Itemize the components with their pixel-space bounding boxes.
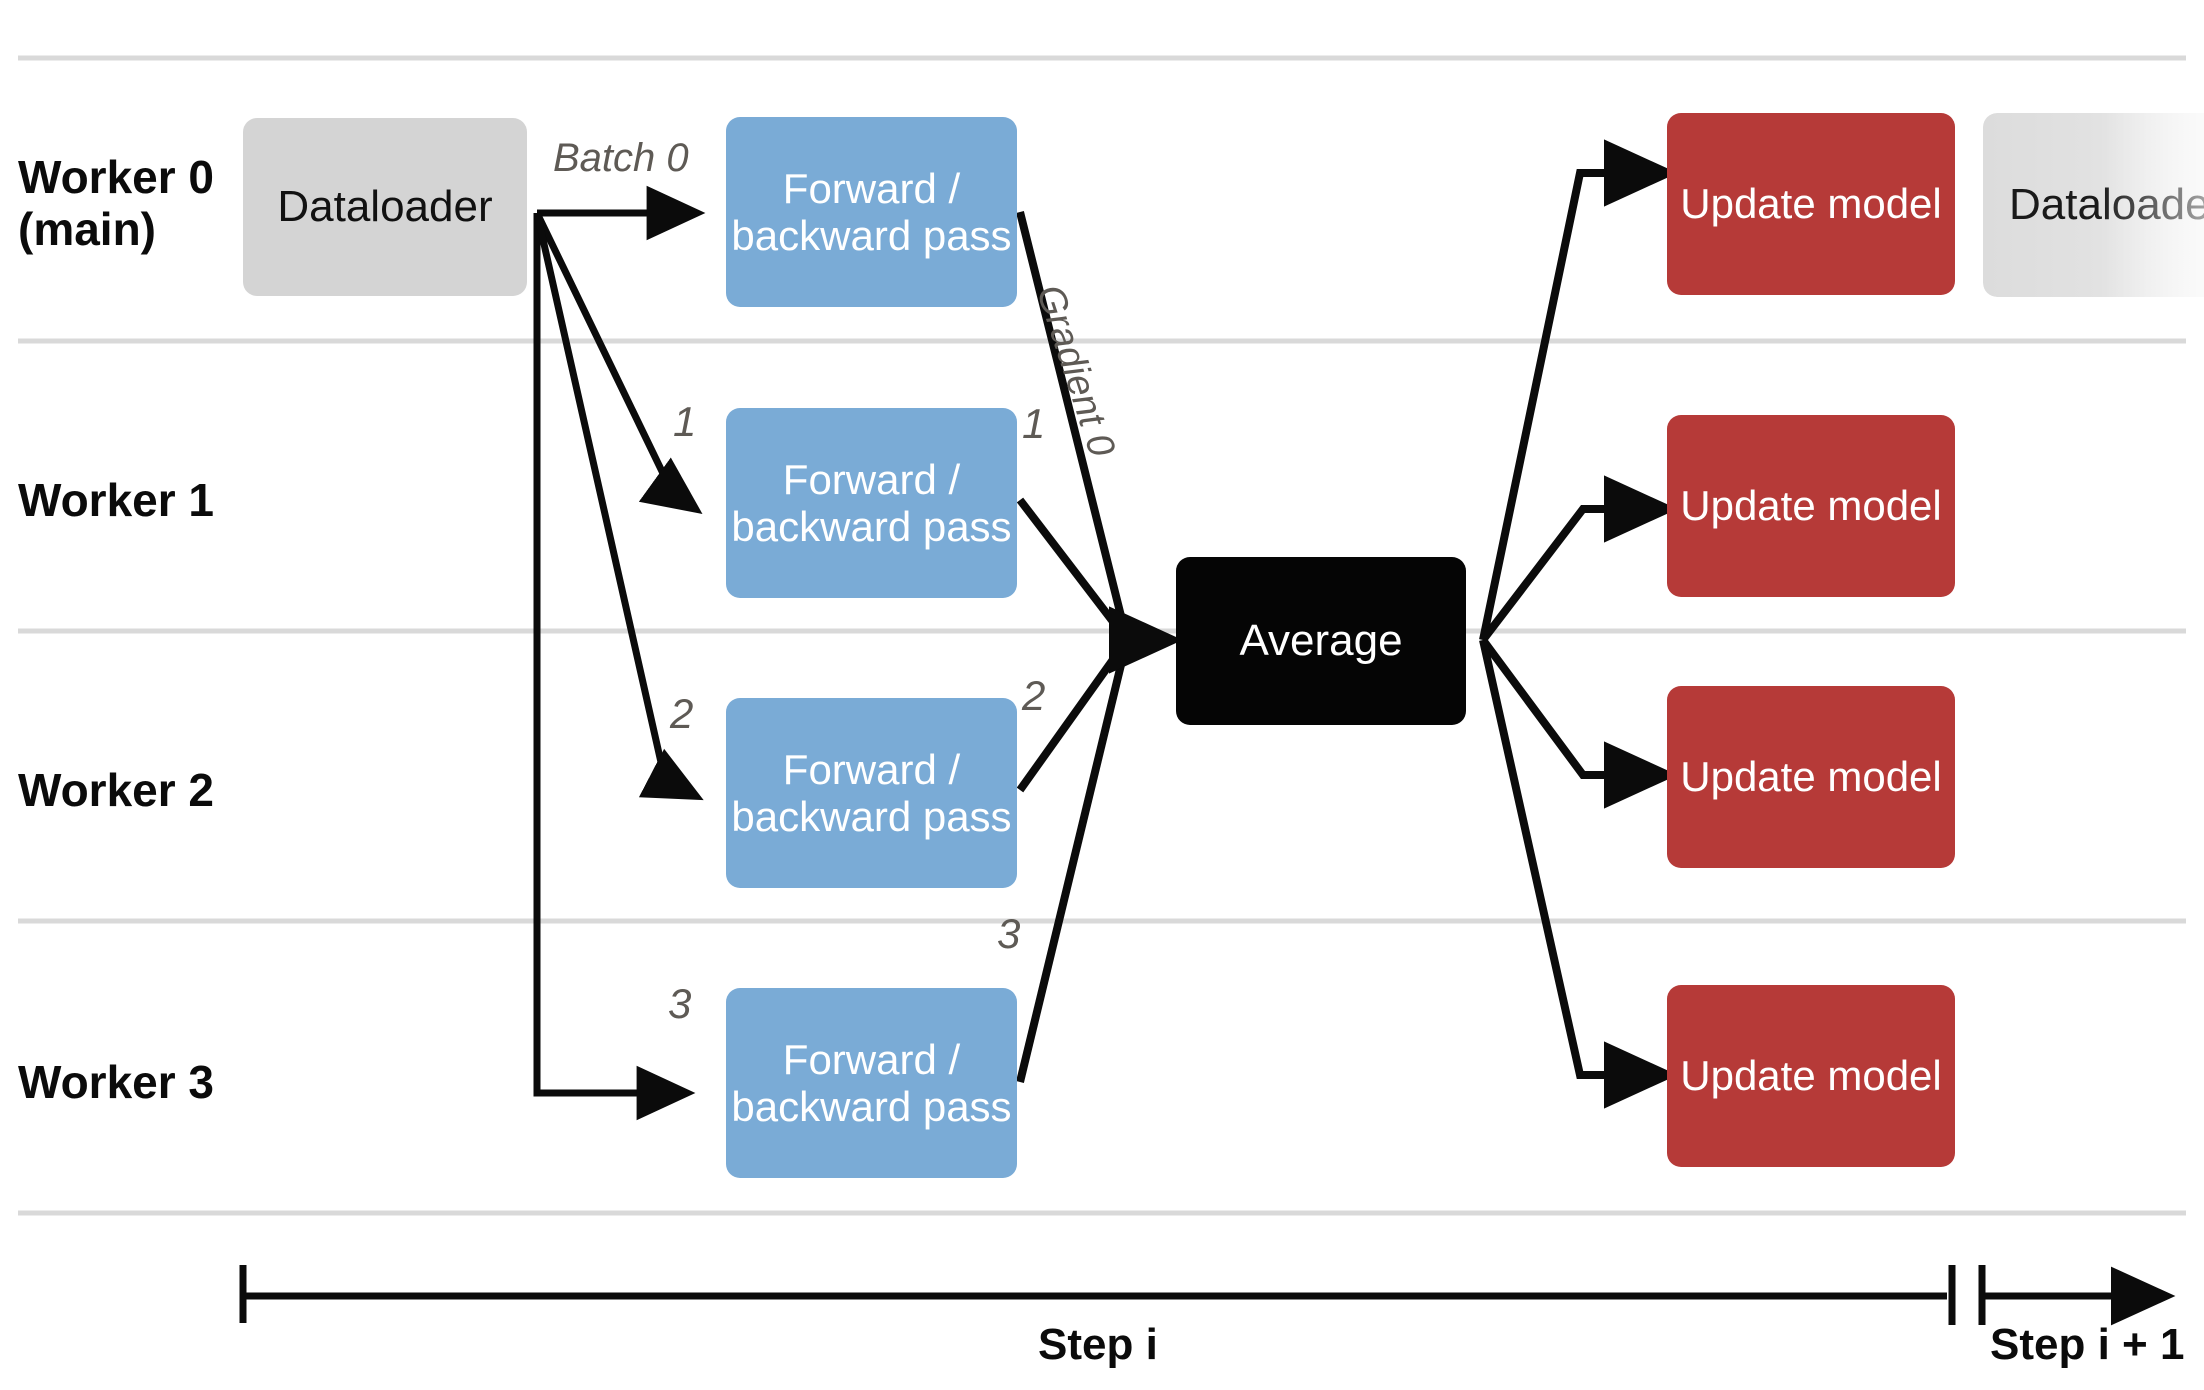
batch-edges [533,185,706,1121]
row-label-worker-0: Worker 0(main) [18,151,215,255]
node-forward-backward-worker-2[interactable]: Forward /backward pass [726,698,1017,888]
node-dataloader-next[interactable]: Dataloader [1983,113,2204,297]
update-edges [1479,139,1678,1109]
edge-label-gradient-3: 3 [997,910,1021,957]
node-average[interactable]: Average [1176,557,1466,725]
timeline-label-step-i: Step i [1038,1320,1158,1369]
edge-label-batch-0: Batch 0 [553,136,689,180]
node-update-model-worker-2[interactable]: Update model [1667,686,1955,868]
edge-label-batch-2: 2 [670,690,694,737]
edge-label-batch-3: 3 [668,980,692,1027]
row-label-worker-1: Worker 1 [18,474,215,526]
edge-label-gradient-2: 2 [1022,672,1046,719]
row-label-worker-2: Worker 2 [18,764,215,816]
timeline-axis [239,1265,2176,1326]
node-forward-backward-worker-1[interactable]: Forward /backward pass [726,408,1017,598]
node-forward-backward-worker-3[interactable]: Forward /backward pass [726,988,1017,1178]
node-dataloader[interactable]: Dataloader [243,118,527,296]
node-update-model-worker-3[interactable]: Update model [1667,985,1955,1167]
timeline-label-step-i-plus-1: Step i + 1 [1990,1320,2185,1369]
node-forward-backward-worker-0[interactable]: Forward /backward pass [726,117,1017,307]
row-separators [18,55,2186,1216]
node-update-model-worker-0[interactable]: Update model [1667,113,1955,295]
gradient-edges [1016,211,1183,1083]
edge-label-gradient-1: 1 [1022,400,1046,447]
node-update-model-worker-1[interactable]: Update model [1667,415,1955,597]
edge-label-batch-1: 1 [673,398,697,445]
row-label-worker-3: Worker 3 [18,1056,215,1108]
